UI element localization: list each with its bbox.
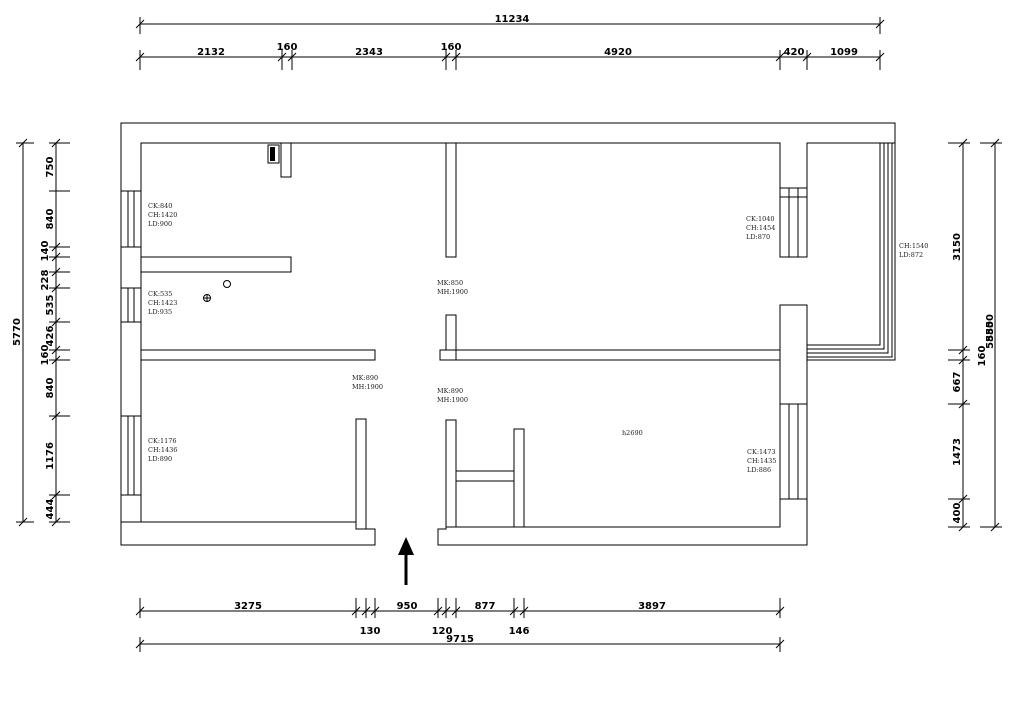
- dim-left-seg-5: 535: [45, 295, 56, 316]
- dim-left-seg-6: 426: [45, 326, 56, 347]
- dim-top-seg-7: 1099: [830, 47, 858, 58]
- dim-left-seg-1: 750: [45, 157, 56, 178]
- window-right-1: [779, 187, 808, 258]
- entry-arrow-icon: [398, 537, 414, 585]
- dim-top-seg-3: 2343: [355, 47, 383, 58]
- dim-left-seg-2: 840: [45, 209, 56, 230]
- svg-text:MH:1900: MH:1900: [437, 396, 468, 404]
- svg-text:CH:1423: CH:1423: [148, 299, 177, 307]
- dim-bottom-seg-4: 120: [432, 626, 453, 637]
- svg-text:MH:1900: MH:1900: [352, 383, 383, 391]
- svg-text:CK:1473: CK:1473: [747, 448, 776, 456]
- dim-right-total-b: 5850: [985, 321, 996, 349]
- svg-text:CK:840: CK:840: [148, 202, 172, 210]
- svg-text:CK:1040: CK:1040: [746, 215, 775, 223]
- windows: [120, 142, 896, 500]
- svg-text:CK:1176: CK:1176: [148, 437, 177, 445]
- dim-right-total-a: 5850: [985, 314, 996, 342]
- window-note-4: CK:1040 CH:1454 LD:870: [746, 215, 775, 241]
- dim-top-seg-2: 160: [277, 42, 298, 53]
- window-left-3: [120, 415, 142, 496]
- right-dimension-chain: 3150 160 667 1473 400 5850 5850: [948, 138, 1002, 532]
- bottom-dimension-chain: 3275 130 950 120 877 146 3897 9715: [135, 598, 785, 652]
- dim-left-seg-10: 444: [45, 499, 56, 520]
- svg-text:LD:935: LD:935: [148, 308, 172, 316]
- window-note-5: CK:1473 CH:1435 LD:886: [747, 448, 776, 474]
- door-note-1: MK:850 MH:1900: [437, 279, 468, 296]
- floor-drain-icon: [203, 294, 211, 302]
- svg-text:CK:535: CK:535: [148, 290, 172, 298]
- svg-text:CH:1454: CH:1454: [746, 224, 775, 232]
- svg-text:MK:890: MK:890: [437, 387, 463, 395]
- dim-right-seg-1: 3150: [952, 233, 963, 261]
- dim-bottom-total: 9715: [446, 634, 474, 645]
- dim-top-seg-1: 2132: [197, 47, 225, 58]
- walls: [120, 122, 896, 546]
- svg-text:CH:1540: CH:1540: [899, 242, 928, 250]
- dim-right-seg-5: 400: [952, 503, 963, 524]
- dim-bottom-seg-3: 950: [397, 601, 418, 612]
- dim-top-seg-6: 420: [784, 47, 805, 58]
- svg-text:LD:870: LD:870: [746, 233, 770, 241]
- dim-left-seg-3: 140: [40, 241, 51, 262]
- dim-left-seg-9: 1176: [45, 442, 56, 470]
- svg-text:LD:872: LD:872: [899, 251, 923, 259]
- dim-bottom-seg-2: 130: [360, 626, 381, 637]
- dim-top-seg-5: 4920: [604, 47, 632, 58]
- window-note-6: CH:1540 LD:872: [899, 242, 928, 259]
- dim-top-total: 11234: [495, 14, 530, 25]
- bay-window: [807, 142, 896, 361]
- window-note-3: CK:1176 CH:1436 LD:890: [148, 437, 177, 463]
- svg-text:MK:850: MK:850: [437, 279, 463, 287]
- dim-right-seg-2: 160: [977, 346, 988, 367]
- window-right-2: [779, 403, 808, 500]
- svg-text:CH:1420: CH:1420: [148, 211, 177, 219]
- dim-left-seg-7: 160: [40, 345, 51, 366]
- dim-top-seg-4: 160: [441, 42, 462, 53]
- door-note-3: MK:890 MH:1900: [437, 387, 468, 404]
- left-dimension-chain: 5770: [12, 138, 70, 527]
- window-note-1: CK:840 CH:1420 LD:900: [148, 202, 177, 228]
- gas-meter-icon: [223, 280, 231, 288]
- window-note-2: CK:535 CH:1423 LD:935: [148, 290, 177, 316]
- dim-bottom-seg-5: 877: [475, 601, 496, 612]
- dim-right-seg-3: 667: [952, 372, 963, 393]
- window-left-2: [120, 287, 142, 323]
- dim-bottom-seg-6: 146: [509, 626, 530, 637]
- svg-text:MK:890: MK:890: [352, 374, 378, 382]
- dim-bottom-seg-1: 3275: [234, 601, 262, 612]
- svg-text:CH:1436: CH:1436: [148, 446, 177, 454]
- ceiling-height-note: h2690: [622, 429, 643, 437]
- svg-text:LD:900: LD:900: [148, 220, 172, 228]
- dim-bottom-seg-7: 3897: [638, 601, 666, 612]
- dim-right-seg-4: 1473: [952, 438, 963, 466]
- svg-text:CH:1435: CH:1435: [747, 457, 776, 465]
- dim-left-seg-8: 840: [45, 378, 56, 399]
- svg-text:MH:1900: MH:1900: [437, 288, 468, 296]
- water-heater-icon: [267, 144, 280, 164]
- window-left-1: [120, 190, 142, 248]
- svg-text:LD:886: LD:886: [747, 466, 771, 474]
- top-dimension-chain: 11234 2132 160 2343 160 4920 420 1: [135, 14, 885, 70]
- dim-left-total: 5770: [12, 318, 23, 346]
- door-note-2: MK:890 MH:1900: [352, 374, 383, 391]
- dim-left-seg-4: 228: [40, 270, 51, 291]
- svg-text:LD:890: LD:890: [148, 455, 172, 463]
